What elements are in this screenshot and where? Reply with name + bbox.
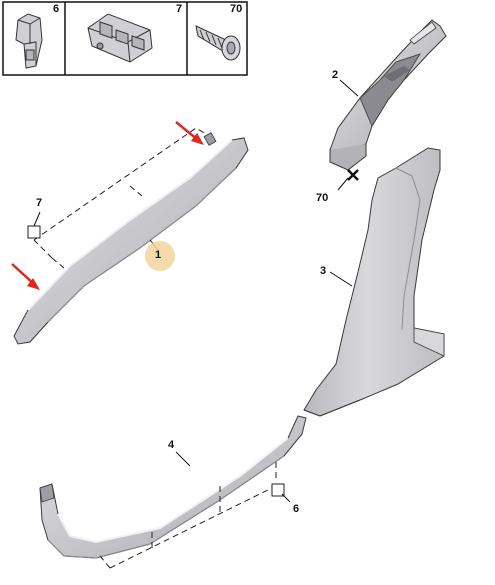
legend-ref-6: 6	[53, 3, 60, 15]
callout-part-3: 3	[320, 265, 327, 277]
clip-6-icon	[15, 13, 43, 69]
callout-part-4: 4	[168, 439, 175, 451]
part-3-b-pillar-lower-trim	[303, 147, 445, 417]
callout-screw-70: 70	[316, 192, 329, 204]
dashed-leaders	[33, 127, 281, 569]
red-arrow-upper-icon	[175, 121, 204, 145]
callout-clip-7: 7	[36, 197, 43, 209]
screw-70-marker-icon	[347, 169, 359, 181]
part-1-highlight-icon	[145, 241, 175, 271]
callout-part-2: 2	[332, 69, 339, 81]
red-arrow-lower-icon	[11, 263, 40, 290]
legend-ref-7: 7	[176, 3, 183, 15]
clip-7-marker-icon	[27, 225, 41, 239]
part-2-upper-pillar-trim	[329, 19, 447, 171]
callout-clip-6: 6	[293, 503, 300, 515]
legend-ref-70: 70	[230, 3, 243, 15]
screw-70-icon	[195, 25, 241, 61]
clip-6-marker-icon	[271, 483, 285, 497]
callout-part-1: 1	[155, 249, 162, 261]
callout-leaders	[33, 79, 359, 503]
clip-7-icon	[87, 13, 153, 63]
part-1-a-pillar-trim	[13, 132, 249, 345]
part-4-sill-trim	[39, 415, 307, 559]
